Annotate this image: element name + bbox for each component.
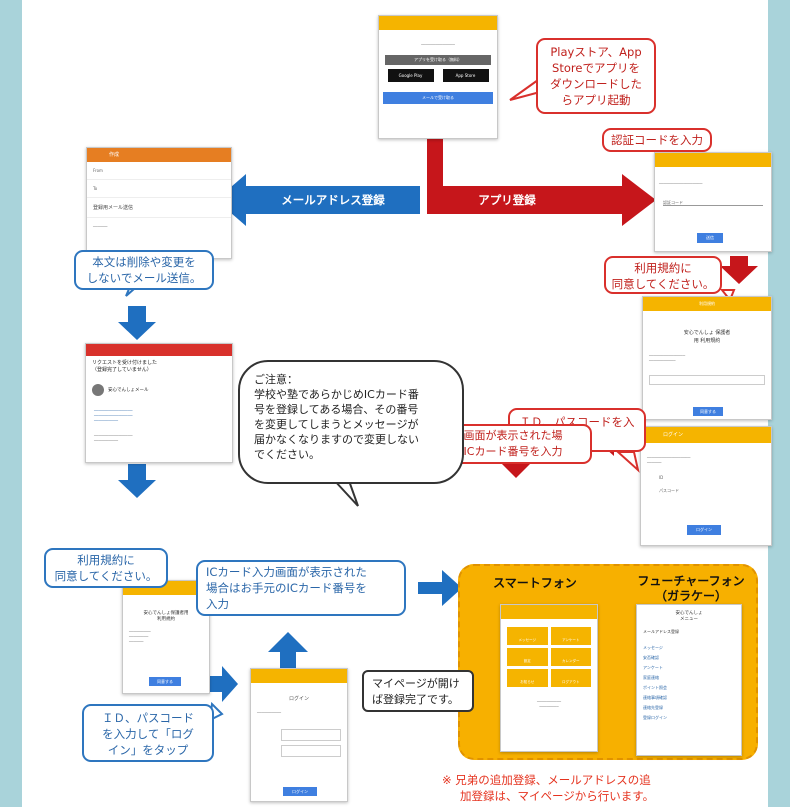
fp-menu-item[interactable]: メッセージ — [643, 645, 663, 650]
terms-body-text: ────────────────────────── — [649, 353, 686, 363]
red-arrow-down-1 — [720, 256, 758, 284]
notice-callout: ご注意：学校や塾であらかじめICカード番号を登録してある場合、その番号を変更して… — [238, 360, 464, 484]
menu-tile[interactable]: メッセージ — [507, 627, 548, 645]
avatar — [92, 384, 104, 396]
fp-menu-item[interactable]: アンケート — [643, 665, 663, 670]
terms-right-callout: 利用規約に同意してください。 — [604, 256, 722, 294]
left-login-text: ────────── — [257, 710, 282, 715]
store-download-button[interactable]: アプリを受け取る（無料） — [385, 55, 491, 65]
red-arrow-app — [427, 174, 656, 226]
terms-left-callout: 利用規約に同意してください。 — [44, 548, 168, 588]
id-pass-right-tail — [615, 451, 640, 473]
mail-from-row: From — [87, 162, 231, 180]
menu-tile[interactable]: 設定 — [507, 648, 548, 666]
store-screen: ────────────── アプリを受け取る（無料） Google Play … — [378, 15, 498, 139]
auth-screen-header — [655, 153, 771, 167]
blue-arrow-right-login — [200, 666, 238, 702]
login-pass-field[interactable]: パスコード — [659, 488, 679, 493]
terms-screen: 利用規約 安心でんしょ 保護者用 利用規約 ──────────────────… — [642, 296, 772, 420]
mail-to-row: To — [87, 180, 231, 198]
blue-arrow-mail — [216, 174, 420, 226]
smartphone-menu-grid: メッセージ アンケート 設定 カレンダー お知らせ ログアウト — [501, 619, 597, 695]
left-terms-body: ─────────────────────── — [129, 629, 151, 644]
smartphone-mypage-screen: メッセージ アンケート 設定 カレンダー お知らせ ログアウト ────────… — [500, 604, 598, 752]
left-login-screen: ログイン ────────── ログイン — [250, 668, 348, 802]
diagram-canvas: メールアドレス登録 アプリ登録 ────────────── アプリを受け取る（… — [22, 0, 772, 807]
fp-menu-item[interactable]: 安否確認 — [643, 655, 659, 660]
auth-screen: ────────────────── 認証コード 送信 — [654, 152, 772, 252]
smartphone-footer-text: ────────────────── — [536, 699, 562, 709]
terms-select[interactable] — [649, 375, 765, 385]
left-login-id-field[interactable] — [281, 729, 341, 741]
mail-body-row[interactable]: ────── — [93, 224, 108, 229]
left-terms-agree-button[interactable]: 同意する — [149, 677, 181, 686]
left-terms-title: 安心でんしょ保護者用利用規約 — [143, 611, 189, 622]
inbox-footer-text: ────────────────────────── — [94, 433, 133, 443]
smartphone-mypage-header — [501, 605, 597, 619]
auth-screen-text: ────────────────── — [659, 181, 703, 186]
inbox-link-text[interactable]: ────────────────────────────────────────… — [94, 408, 133, 423]
mail-register-label: メールアドレス登録 — [281, 193, 385, 207]
mypage-callout: マイページが開けば登録完了です。 — [362, 670, 474, 712]
fp-menu-list: メールアドレス登録 メッセージ 安否確認 アンケート 家庭連絡 ポイント照会 連… — [637, 623, 741, 727]
fp-menu-item[interactable]: 登録ログイン — [643, 715, 667, 720]
store-screen-header — [379, 16, 497, 30]
mail-compose-header: 作成 — [87, 148, 231, 162]
red-arrow-down-2 — [498, 450, 534, 478]
google-play-badge[interactable]: Google Play — [387, 69, 434, 82]
fp-menu-item[interactable]: 家庭連絡 — [643, 675, 659, 680]
left-login-button[interactable]: ログイン — [283, 787, 317, 796]
fp-menu-item[interactable]: 連絡先登録 — [643, 705, 663, 710]
fp-menu-item[interactable]: ポイント照会 — [643, 685, 667, 690]
ic-card-blue-callout: ICカード入力画面が表示された場合はお手元のICカード番号を入力 — [196, 560, 406, 616]
feature-phone-heading: フューチャーフォン（ガラケー） — [637, 574, 745, 603]
mail-body-callout: 本文は削除や変更をしないでメール送信。 — [74, 250, 214, 290]
blue-arrow-down-2 — [118, 464, 156, 498]
blue-arrow-right-result — [418, 570, 462, 606]
login-screen: ログイン ──────────────────────── ID パスコード ロ… — [640, 426, 772, 546]
left-login-header — [251, 669, 347, 683]
result-box: スマートフォン フューチャーフォン（ガラケー） メッセージ アンケート 設定 カ… — [458, 564, 758, 760]
auth-submit-button[interactable]: 送信 — [697, 233, 723, 243]
menu-tile[interactable]: お知らせ — [507, 669, 548, 687]
auth-code-callout: 認証コードを入力 — [602, 128, 712, 152]
app-store-badge[interactable]: App Store — [442, 69, 489, 82]
mail-compose-title: 作成 — [109, 152, 120, 158]
inbox-header — [86, 344, 232, 356]
smartphone-heading: スマートフォン — [493, 576, 577, 590]
inbox-screen: リクエストを受け付けました（登録完了していません） 安心でんしょメール ────… — [85, 343, 233, 463]
blue-arrow-up — [268, 632, 308, 672]
blue-arrow-down-1 — [118, 306, 156, 340]
footnote: ※ 兄弟の追加登録、メールアドレスの追 加登録は、マイページから行います。 — [442, 773, 655, 803]
menu-tile[interactable]: カレンダー — [550, 648, 591, 666]
terms-heading: 安心でんしょ 保護者用 利用規約 — [683, 330, 731, 344]
login-screen-header: ログイン — [641, 427, 771, 443]
feature-phone-mypage-screen: 安心でんしょメニュー メールアドレス登録 メッセージ 安否確認 アンケート 家庭… — [636, 604, 742, 756]
fp-title: 安心でんしょメニュー — [675, 611, 703, 622]
store-screen-text: ────────────── — [421, 42, 455, 47]
login-screen-text: ──────────────────────── — [647, 455, 691, 465]
app-register-label: アプリ登録 — [478, 193, 536, 207]
inbox-sender-name: 安心でんしょメール — [108, 388, 149, 393]
login-id-field[interactable]: ID — [659, 475, 664, 480]
id-pass-left-callout: ＩＤ、パスコードを入力して「ログイン」をタップ — [82, 704, 214, 762]
auth-code-field[interactable]: 認証コード — [663, 200, 763, 206]
left-login-pass-field[interactable] — [281, 745, 341, 757]
terms-agree-button[interactable]: 同意する — [693, 407, 723, 416]
mail-subject-row: 登録用メール送信 — [87, 198, 231, 218]
fp-menu-item[interactable]: 連絡事項確認 — [643, 695, 667, 700]
store-mail-button[interactable]: メールで受け取る — [383, 92, 493, 104]
login-submit-button[interactable]: ログイン — [687, 525, 721, 535]
menu-tile[interactable]: アンケート — [550, 627, 591, 645]
mail-compose-screen: 作成 From To 登録用メール送信 ────── — [86, 147, 232, 259]
left-login-title: ログイン — [288, 696, 309, 702]
fp-menu-item[interactable]: メールアドレス登録 — [643, 629, 679, 634]
terms-screen-header: 利用規約 — [643, 297, 771, 311]
inbox-sender-row: 安心でんしょメール — [86, 378, 232, 402]
inbox-subject: リクエストを受け付けました（登録完了していません） — [92, 360, 158, 373]
menu-tile[interactable]: ログアウト — [550, 669, 591, 687]
